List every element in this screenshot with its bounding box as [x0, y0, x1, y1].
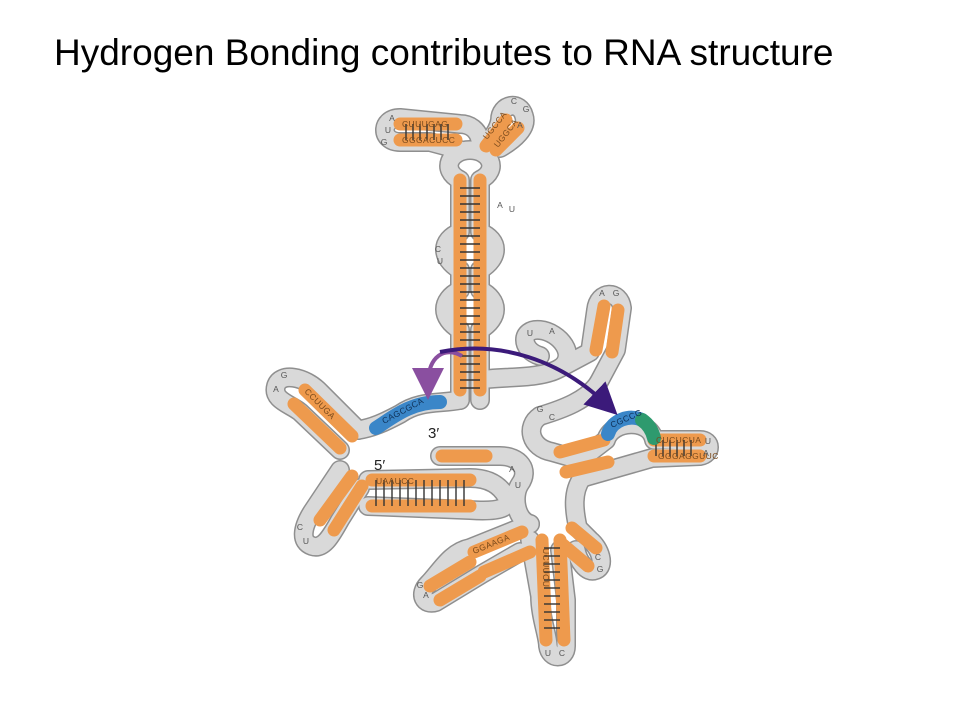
paired-region — [313, 469, 359, 527]
loop-base: U — [437, 256, 443, 266]
paired-region — [298, 383, 359, 443]
loop-base: U — [509, 204, 515, 214]
paired-region — [589, 299, 611, 357]
loop-base: C — [595, 552, 601, 562]
highlight-region-left — [369, 395, 447, 435]
paired-region — [489, 121, 525, 157]
slide-title: Hydrogen Bonding contributes to RNA stru… — [54, 32, 834, 73]
loop-base: A — [703, 448, 709, 458]
paired-region — [605, 303, 625, 359]
paired-region — [287, 397, 347, 455]
loop-base: A — [599, 288, 605, 298]
paired-regions — [287, 113, 707, 647]
loop-base: G — [523, 104, 530, 114]
stem-sequence: GGGAGGUUC — [658, 451, 719, 461]
loop-base: C — [559, 648, 565, 658]
backbone-segment — [359, 469, 516, 519]
loop-base: G — [381, 137, 388, 147]
paired-region — [555, 537, 595, 573]
backbone-segment — [471, 321, 576, 389]
three-prime-label: 3′ — [428, 425, 439, 442]
loop-base: U — [303, 536, 309, 546]
loop-base: U — [527, 328, 533, 338]
loop-base: G — [613, 288, 620, 298]
paired-region — [553, 533, 571, 647]
loop-base: A — [273, 384, 279, 394]
loop-base: C — [549, 412, 555, 422]
highlight-region-right-alt — [635, 413, 661, 445]
loop-base: C — [297, 522, 303, 532]
backbone-segment — [431, 447, 539, 533]
loop-base: U — [515, 480, 521, 490]
loop-base: G — [597, 564, 604, 574]
paired-region — [559, 455, 615, 479]
interaction-arrow-right — [439, 346, 618, 416]
loop-base: A — [549, 326, 555, 336]
paired-region — [565, 521, 603, 555]
stem-sequence: CUCUCUA — [656, 435, 701, 445]
stem-sequence: GGGACUCC — [402, 135, 455, 145]
loop-base: U — [545, 648, 551, 658]
paired-region — [477, 545, 537, 579]
paired-region — [433, 569, 487, 607]
five-prime-label: 5′ — [374, 457, 385, 474]
loop-base: U — [705, 436, 711, 446]
loop-base: G — [281, 370, 288, 380]
paired-region — [553, 433, 611, 459]
loop-base: U — [385, 125, 391, 135]
loop-base: C — [435, 244, 441, 254]
loop-base: A — [497, 200, 503, 210]
loop-base: A — [517, 120, 523, 130]
interaction-arrow-left — [412, 350, 464, 400]
stem-sequence: UAAUCC — [376, 476, 414, 486]
loop-base: A — [423, 590, 429, 600]
loop-base: G — [537, 404, 544, 414]
loop-base: A — [509, 464, 515, 474]
paired-region — [479, 113, 513, 153]
loop-base: G — [417, 580, 424, 590]
paired-region — [467, 525, 529, 559]
loop-base: C — [511, 96, 517, 106]
paired-region — [327, 479, 369, 537]
paired-region — [535, 533, 553, 647]
backbone-segment — [267, 369, 367, 459]
paired-region — [423, 555, 477, 593]
loop-base: A — [389, 113, 395, 123]
stem-sequence: UCUUCU — [541, 548, 551, 587]
stem-sequence: CUUUGAG — [402, 119, 448, 129]
